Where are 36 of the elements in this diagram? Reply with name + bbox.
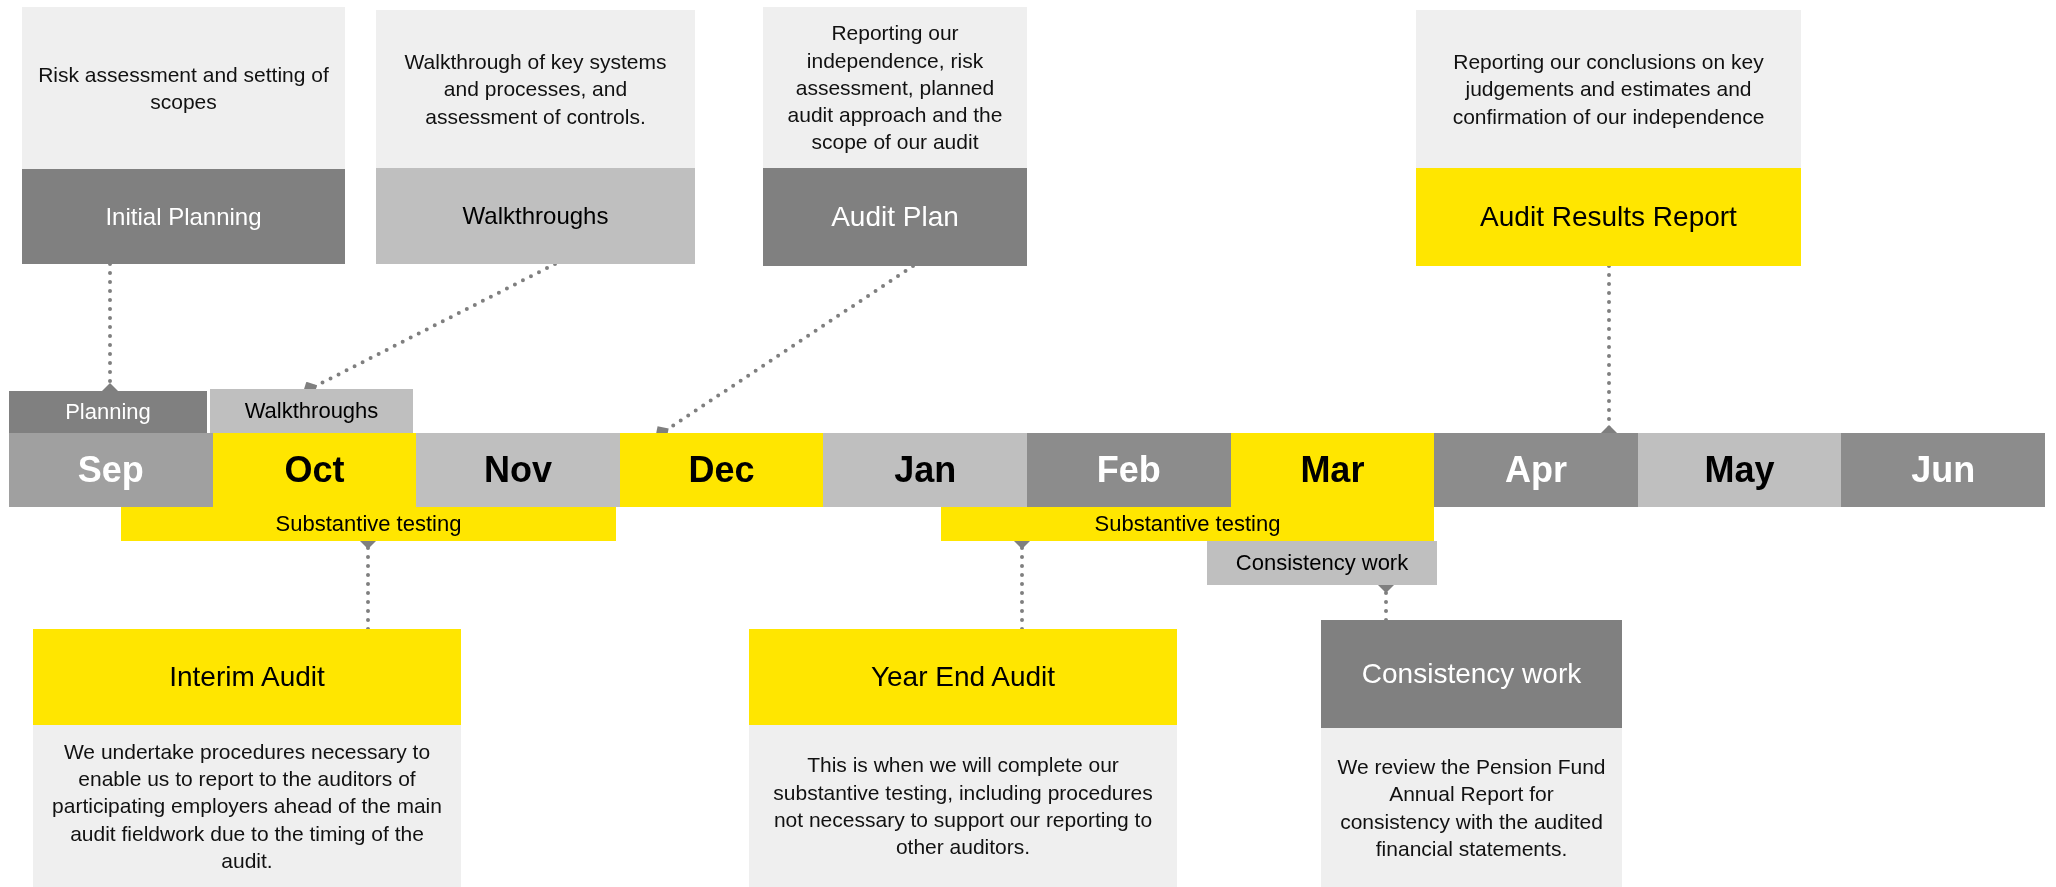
- description-text: Walkthrough of key systems and processes, and assessment of controls.: [403, 49, 668, 130]
- phase-bar: Walkthroughs: [210, 389, 413, 433]
- description-text: We review the Pension Fund Annual Report for consistency with the audited financial statements.: [1336, 753, 1607, 862]
- title-band: Interim Audit: [33, 629, 461, 725]
- title-band: Audit Plan: [763, 168, 1027, 266]
- title-band: Initial Planning: [22, 169, 345, 264]
- milestone-card: [763, 7, 1027, 266]
- description-text: This is when we will complete our substantive testing, including procedures not necessary to support our reporting to other auditors.: [772, 752, 1154, 861]
- milestone-card: [749, 629, 1177, 887]
- milestone-card: [1416, 10, 1801, 266]
- month-segment: Feb: [1027, 433, 1231, 507]
- description-text: Reporting our independence, risk assessment, planned audit approach and the scope of our audit: [786, 20, 1004, 156]
- milestone-card: [376, 10, 695, 264]
- phase-bar: Substantive testing: [941, 507, 1434, 541]
- title-band: Audit Results Report: [1416, 168, 1801, 266]
- milestone-card: [22, 7, 345, 264]
- month-segment: Sep: [9, 433, 213, 507]
- month-segment: Apr: [1434, 433, 1638, 507]
- description-text: Reporting our conclusions on key judgements and estimates and confirmation of our independence: [1451, 49, 1766, 130]
- month-segment: Mar: [1230, 433, 1435, 507]
- title-band: Walkthroughs: [376, 168, 695, 264]
- milestone-card: [1321, 620, 1622, 887]
- month-segment: Nov: [416, 433, 620, 507]
- month-segment: Dec: [619, 433, 824, 507]
- month-segment: May: [1637, 433, 1842, 507]
- title-band: Year End Audit: [749, 629, 1177, 725]
- month-segment: Jun: [1841, 433, 2045, 507]
- phase-bar: Substantive testing: [121, 507, 616, 541]
- phase-bar: Consistency work: [1207, 541, 1437, 585]
- milestone-card: [33, 629, 461, 887]
- description-text: Risk assessment and setting of scopes: [37, 61, 330, 115]
- title-band: Consistency work: [1321, 620, 1622, 728]
- phase-bar: Planning: [9, 391, 207, 433]
- month-segment: Jan: [823, 433, 1027, 507]
- month-segment: Oct: [212, 433, 417, 507]
- description-text: We undertake procedures necessary to enable us to report to the auditors of participating employers ahead of the main audit fieldwork due to the timing of the audit.: [51, 738, 443, 874]
